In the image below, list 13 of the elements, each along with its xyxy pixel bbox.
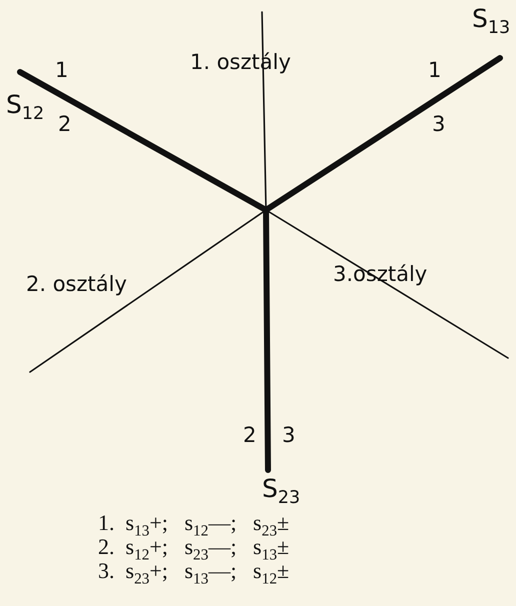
sector-number: 3: [432, 114, 446, 135]
line-name: S$_{23}$: [262, 476, 300, 508]
sector-number: 3: [282, 425, 296, 446]
line-name: S$_{13}$: [472, 6, 510, 38]
sector-number: 1: [55, 60, 68, 81]
sector-number: 1: [428, 60, 442, 81]
sector-number: 2: [58, 114, 72, 135]
sector-label: 2. osztály: [26, 274, 127, 295]
line-name: S$_{12}$: [6, 92, 44, 124]
rule-text: 2. s$_{12}$+; s$_{23}$—; s$_{13}$±: [98, 536, 290, 563]
rule-text: 1. s$_{13}$+; s$_{12}$—; s$_{23}$±: [98, 512, 290, 539]
rule-text: 3. s$_{23}$+; s$_{13}$—; s$_{12}$±: [98, 560, 290, 587]
sector-number: 2: [243, 425, 256, 446]
